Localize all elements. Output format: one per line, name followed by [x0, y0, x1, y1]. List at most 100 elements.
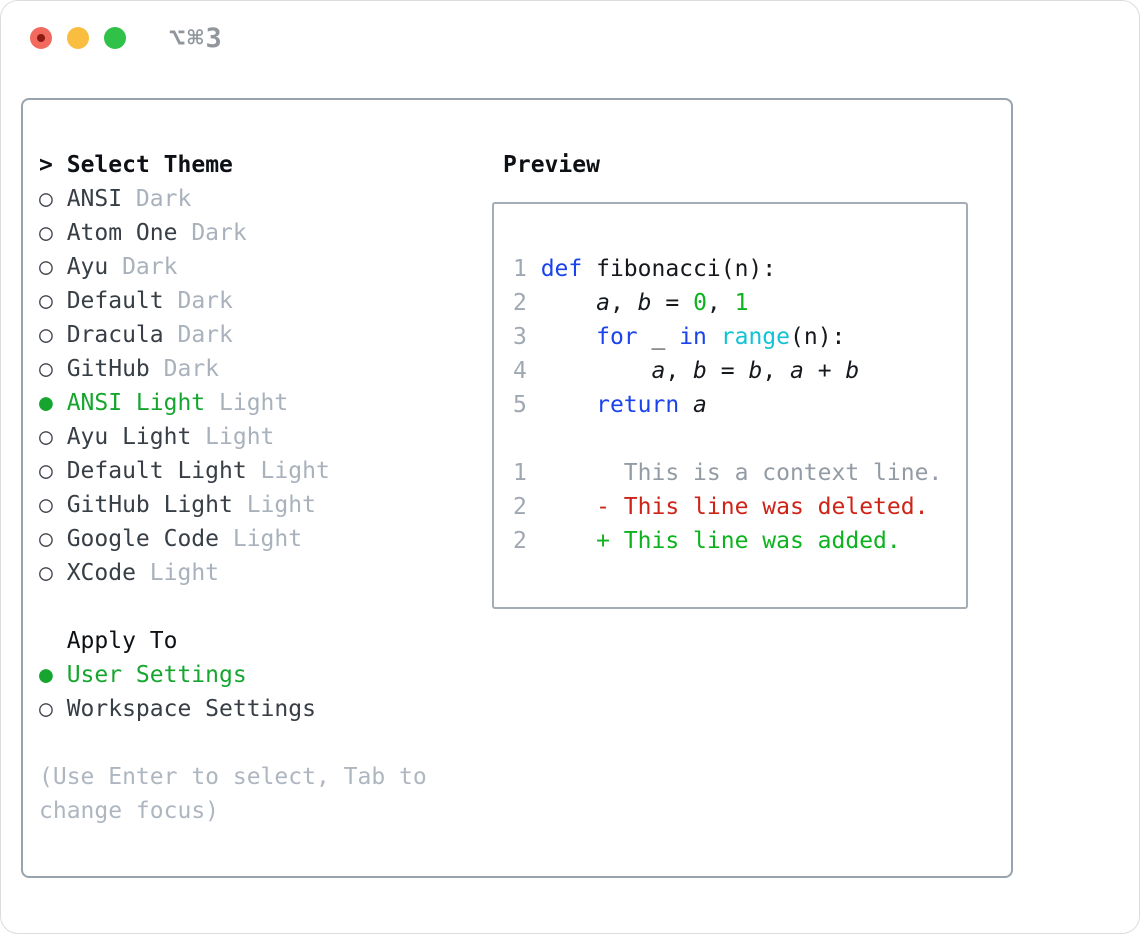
token-plain [707, 324, 721, 350]
radio-icon: ○ [39, 560, 67, 586]
code-line: 1 def fibonacci(n): [513, 252, 966, 286]
theme-option-github[interactable]: ○ GitHub Dark [39, 352, 489, 386]
theme-option-dracula[interactable]: ○ Dracula Dark [39, 318, 489, 352]
theme-variant: Dark [177, 220, 247, 246]
theme-name: ANSI Light [66, 390, 206, 416]
token-plain [541, 324, 596, 350]
theme-name: GitHub Light [66, 492, 233, 518]
theme-variant: Dark [122, 186, 192, 212]
radio-selected-icon: ● [39, 390, 67, 416]
apply-name: Workspace Settings [66, 696, 316, 722]
token-ctx: This is a context line. [623, 460, 943, 486]
theme-variant: Dark [149, 356, 220, 382]
token-num: 0 [693, 290, 707, 316]
token-kw: in [679, 324, 707, 350]
token-plain [541, 290, 596, 316]
theme-option-ayu-light[interactable]: ○ Ayu Light Light [39, 420, 489, 454]
token-var: b [693, 358, 707, 384]
theme-option-github-light[interactable]: ○ GitHub Light Light [39, 488, 489, 522]
token-plain: , [762, 358, 791, 384]
theme-option-google-code[interactable]: ○ Google Code Light [39, 522, 489, 556]
spacer [39, 590, 489, 624]
theme-variant: Light [219, 526, 303, 552]
token-var: a [651, 358, 666, 384]
theme-option-ayu[interactable]: ○ Ayu Dark [39, 250, 489, 284]
token-add: + This line was added. [596, 528, 901, 554]
token-gap [541, 460, 624, 486]
token-var: a [596, 290, 610, 316]
theme-list-column: > Select Theme ○ ANSI Dark○ Atom One Dar… [39, 148, 489, 828]
token-plain: = [651, 290, 694, 316]
radio-icon: ○ [39, 356, 67, 382]
theme-option-default[interactable]: ○ Default Dark [39, 284, 489, 318]
apply-to-list: ● User Settings○ Workspace Settings [39, 658, 489, 726]
theme-variant: Light [232, 492, 316, 518]
apply-option-user-settings[interactable]: ● User Settings [39, 658, 489, 692]
diff-line: 2 - This line was deleted. [513, 490, 966, 524]
token-kw: return [596, 392, 680, 418]
token-plain [541, 358, 652, 384]
token-plain: + [803, 358, 846, 384]
theme-name: Default [66, 288, 164, 314]
token-var: a [693, 392, 707, 418]
radio-icon: ○ [39, 458, 67, 484]
token-plain [679, 392, 693, 418]
theme-variant: Dark [163, 322, 233, 348]
apply-to-title: Apply To [66, 628, 178, 654]
token-plain: _ [637, 324, 680, 350]
radio-icon: ○ [39, 696, 67, 722]
token-var: b [637, 290, 652, 316]
radio-icon: ○ [39, 220, 67, 246]
token-plain: = [706, 358, 749, 384]
radio-icon: ○ [39, 492, 67, 518]
line-number: 2 [513, 494, 527, 520]
select-theme-header: > Select Theme [39, 148, 489, 182]
theme-variant: Dark [108, 254, 178, 280]
diff-line: 2 + This line was added. [513, 524, 966, 558]
zoom-button[interactable] [104, 27, 126, 49]
token-kw: def [540, 256, 583, 282]
line-number: 4 [513, 358, 527, 384]
token-num: 1 [734, 290, 749, 316]
theme-name: Atom One [66, 220, 178, 246]
theme-picker-panel: > Select Theme ○ ANSI Dark○ Atom One Dar… [21, 98, 1013, 878]
token-plain: , [706, 290, 735, 316]
line-number: 5 [513, 392, 527, 418]
radio-icon: ○ [39, 254, 67, 280]
select-theme-title: Select Theme [66, 152, 233, 178]
spacer [513, 422, 966, 456]
code-line: 2 a, b = 0, 1 [513, 286, 966, 320]
token-plain: (n): [790, 324, 846, 350]
line-number: 2 [513, 290, 527, 316]
theme-option-ansi[interactable]: ○ ANSI Dark [39, 182, 489, 216]
line-number: 2 [513, 528, 527, 554]
theme-name: Google Code [66, 526, 220, 552]
token-del: - This line was deleted. [596, 494, 929, 520]
theme-variant: Light [205, 390, 289, 416]
apply-option-workspace-settings[interactable]: ○ Workspace Settings [39, 692, 489, 726]
theme-option-atom-one[interactable]: ○ Atom One Dark [39, 216, 489, 250]
theme-name: Default Light [66, 458, 247, 484]
code-line: 5 return a [513, 388, 966, 422]
token-gap [541, 494, 596, 520]
token-plain: , [609, 290, 638, 316]
close-button[interactable] [30, 27, 52, 49]
line-number: 1 [513, 460, 527, 486]
token-var: b [748, 358, 763, 384]
diff-preview: 1 This is a context line. 2 - This line w… [513, 456, 966, 558]
theme-name: GitHub [66, 356, 150, 382]
radio-icon: ○ [39, 526, 67, 552]
theme-option-xcode[interactable]: ○ XCode Light [39, 556, 489, 590]
theme-variant: Light [191, 424, 275, 450]
theme-name: Ayu Light [66, 424, 192, 450]
titlebar: ⌥⌘3 [1, 1, 1139, 75]
token-var: b [845, 358, 860, 384]
token-builtin: range [720, 324, 790, 350]
token-plain [541, 392, 596, 418]
theme-option-ansi-light[interactable]: ● ANSI Light Light [39, 386, 489, 420]
theme-option-default-light[interactable]: ○ Default Light Light [39, 454, 489, 488]
minimize-button[interactable] [67, 27, 89, 49]
